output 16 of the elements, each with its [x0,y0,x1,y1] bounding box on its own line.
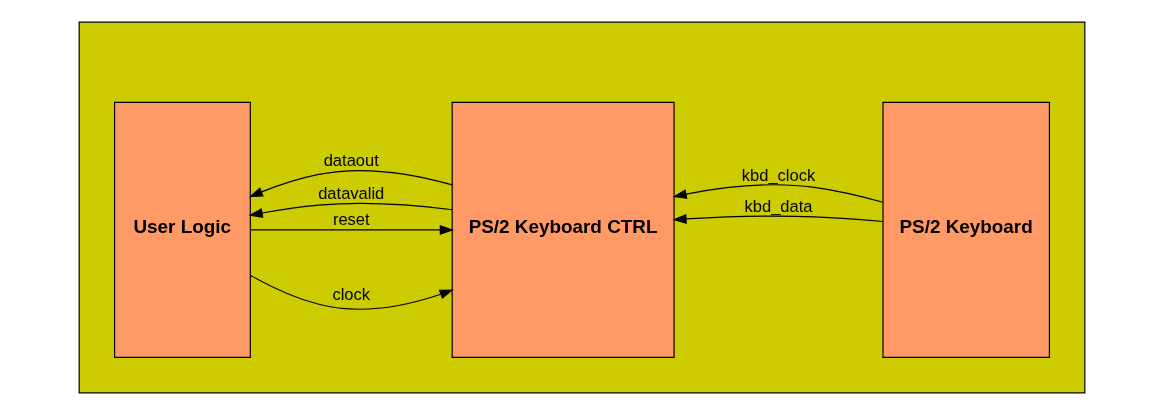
cluster [78,21,1086,394]
edge-label: dataout [323,151,379,171]
edge-label: kbd_data [744,197,813,217]
arrow [248,202,453,218]
arrow [672,184,884,203]
node-box: PS/2 Keyboard CTRL [451,101,675,358]
arrow [249,224,454,235]
node-box: PS/2 Keyboard [882,101,1050,358]
edge-label: datavalid [318,184,385,204]
arrow [248,170,453,198]
node-box: User Logic [114,101,251,358]
edge-label: kbd_clock [741,165,816,185]
arrow [672,214,884,224]
edge-label: clock [332,284,371,304]
arrow [250,274,454,310]
edge-label: reset [332,210,370,230]
